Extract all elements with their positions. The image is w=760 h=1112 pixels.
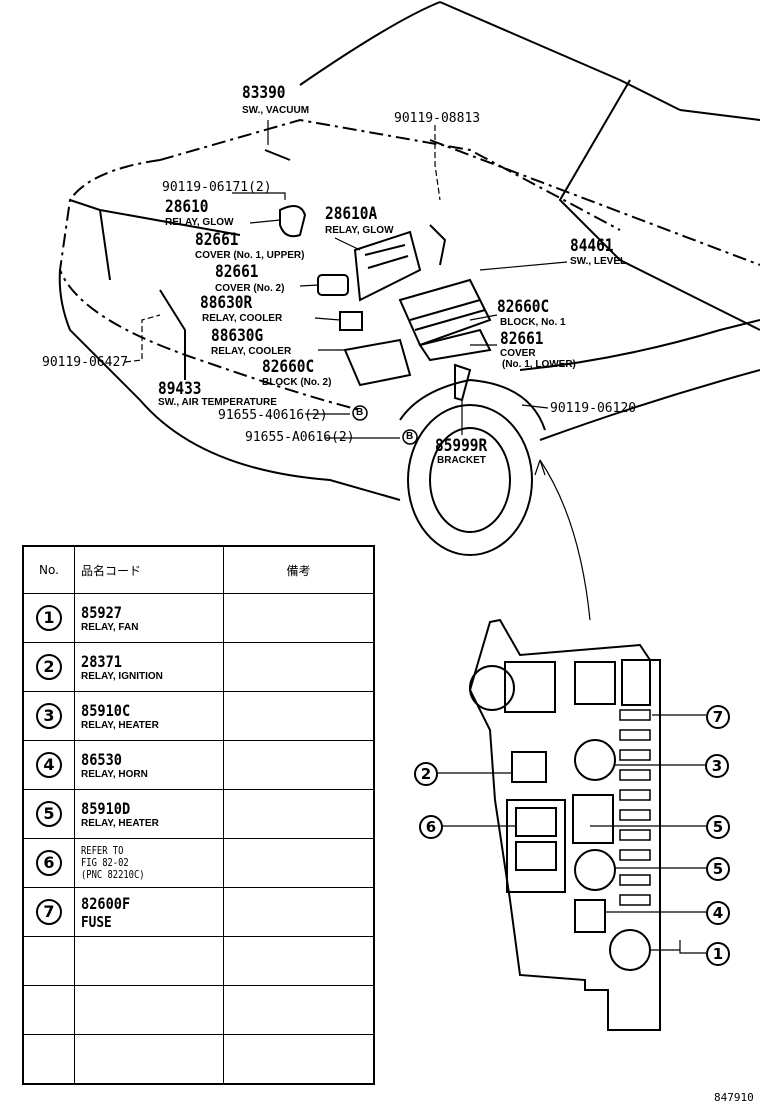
row-number: 7 bbox=[36, 899, 62, 925]
part-desc: FUSE bbox=[81, 912, 112, 931]
ref-marker-b-2: B bbox=[406, 431, 414, 442]
part-code: 85910C bbox=[81, 701, 131, 720]
part-name-cover-upper: COVER (No. 1, UPPER) bbox=[195, 250, 305, 261]
ref-line: REFER TO bbox=[81, 844, 124, 857]
part-name-cover-no2: COVER (No. 2) bbox=[215, 283, 285, 294]
part-number-relay-cooler-g: 88630G bbox=[211, 326, 264, 346]
remarks bbox=[223, 642, 375, 692]
part-number-cover-lower: 82661 bbox=[500, 329, 544, 349]
remarks bbox=[223, 887, 375, 937]
part-name-sw-air-temp: SW., AIR TEMPERATURE bbox=[158, 397, 277, 408]
remarks bbox=[223, 593, 375, 643]
part-number-relay-cooler-r: 88630R bbox=[200, 293, 253, 313]
callout-4: 4 bbox=[706, 901, 730, 925]
table-row-empty bbox=[22, 985, 375, 1035]
callout-6: 6 bbox=[419, 815, 443, 839]
part-name-cover-lower: COVER bbox=[500, 348, 536, 359]
callout-7: 7 bbox=[706, 705, 730, 729]
table-header: No. 品名コード 備考 bbox=[22, 545, 375, 594]
bolt-06171-label: 90119-06171(2) bbox=[162, 180, 272, 195]
row-number: 6 bbox=[36, 850, 62, 876]
part-name-relay-glow-a: RELAY, GLOW bbox=[325, 225, 394, 236]
row-number: 2 bbox=[36, 654, 62, 680]
part-desc: RELAY, HEATER bbox=[81, 818, 159, 829]
part-number-block-no1: 82660C bbox=[497, 297, 550, 317]
callout-2: 2 bbox=[414, 762, 438, 786]
nut-a0616-label: 91655-A0616(2) bbox=[245, 430, 355, 445]
table-row-empty bbox=[22, 936, 375, 986]
bolt-08813-label: 90119-08813 bbox=[394, 111, 481, 126]
part-name-block-no1: BLOCK, No. 1 bbox=[500, 317, 566, 328]
part-code: 85910D bbox=[81, 799, 131, 818]
part-number-cover-no2: 82661 bbox=[215, 262, 259, 282]
remarks bbox=[223, 789, 375, 839]
callout-5a: 5 bbox=[706, 815, 730, 839]
part-name-relay-cooler-r: RELAY, COOLER bbox=[202, 313, 283, 324]
row-number: 1 bbox=[36, 605, 62, 631]
row-number: 4 bbox=[36, 752, 62, 778]
bolt-06120-label: 90119-06120 bbox=[550, 401, 637, 416]
figure-id: 847910 bbox=[714, 1091, 754, 1104]
part-name-relay-cooler-g: RELAY, COOLER bbox=[211, 346, 292, 357]
part-code: 86530 bbox=[81, 750, 122, 769]
table-row-empty bbox=[22, 1034, 375, 1085]
remarks bbox=[223, 691, 375, 741]
callout-3: 3 bbox=[705, 754, 729, 778]
part-code: 82600F bbox=[81, 893, 131, 913]
part-code: 85927 bbox=[81, 603, 122, 622]
part-name-bracket: BRACKET bbox=[437, 455, 486, 466]
part-name-sw-level: SW., LEVEL bbox=[570, 256, 627, 267]
ref-marker-b: B bbox=[356, 407, 364, 418]
remarks bbox=[223, 740, 375, 790]
part-code: 28371 bbox=[81, 652, 122, 671]
part-name-sw-vacuum: SW., VACUUM bbox=[242, 105, 310, 116]
remarks bbox=[223, 838, 375, 888]
part-desc: RELAY, HORN bbox=[81, 769, 148, 780]
callout-5b: 5 bbox=[706, 857, 730, 881]
header-remarks: 備考 bbox=[223, 545, 375, 594]
row-number: 5 bbox=[36, 801, 62, 827]
part-number-cover-upper: 82661 bbox=[195, 230, 239, 250]
part-name-relay-glow: RELAY, GLOW bbox=[165, 217, 234, 228]
header-no: No. bbox=[22, 545, 75, 594]
part-desc: RELAY, HEATER bbox=[81, 720, 159, 731]
row-number: 3 bbox=[36, 703, 62, 729]
ref-line: FIG 82-02 bbox=[81, 856, 129, 869]
part-desc: RELAY, FAN bbox=[81, 622, 139, 633]
nut-40616-label: 91655-40616(2) bbox=[218, 408, 328, 423]
part-number-sw-level: 84461 bbox=[570, 236, 614, 256]
part-number-block-no2: 82660C bbox=[262, 357, 315, 377]
bolt-06427-label: 90119-06427 bbox=[42, 355, 129, 370]
part-name-block-no2: BLOCK (No. 2) bbox=[262, 377, 332, 388]
part-number-bracket: 85999R bbox=[435, 436, 488, 456]
part-number-sw-air-temp: 89433 bbox=[158, 379, 202, 399]
callout-1: 1 bbox=[706, 942, 730, 966]
part-number-sw-vacuum: 83390 bbox=[242, 83, 286, 103]
part-number-relay-glow: 28610 bbox=[165, 197, 209, 217]
part-number-relay-glow-a: 28610A bbox=[325, 204, 378, 224]
part-desc: RELAY, IGNITION bbox=[81, 671, 163, 682]
header-part-code: 品名コード bbox=[74, 545, 224, 594]
ref-line: (PNC 82210C) bbox=[81, 868, 145, 881]
part-name-cover-lower-2: (No. 1, LOWER) bbox=[502, 359, 576, 370]
